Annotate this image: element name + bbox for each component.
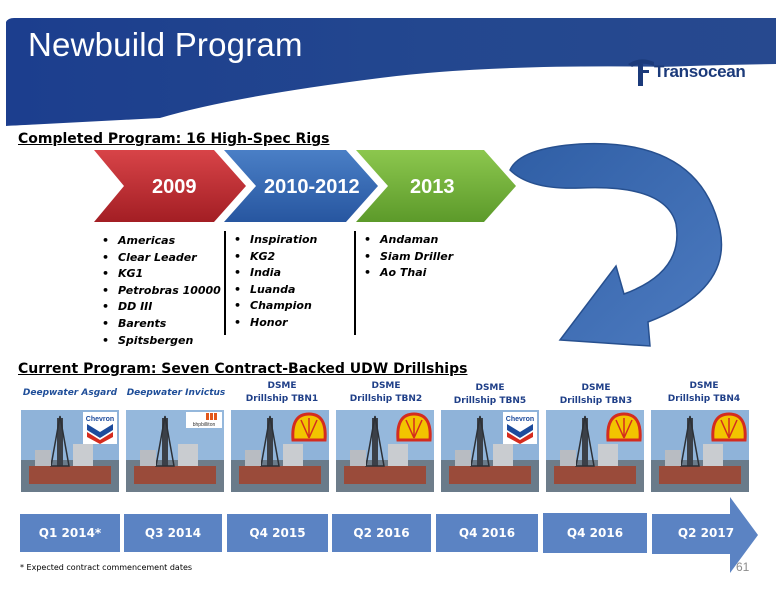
- chevron-logo-icon: Chevron: [503, 412, 537, 444]
- shell-logo-icon: [606, 412, 642, 442]
- list-item: India: [232, 265, 317, 282]
- shell-logo-icon: [396, 412, 432, 442]
- ship-label-line: DSME: [689, 381, 719, 391]
- drillship-photo: [231, 410, 329, 492]
- quarter-box: Q1 2014*: [20, 514, 120, 552]
- bhp-billiton-logo-icon: bhpbilliton: [186, 412, 222, 428]
- ship-label-tbn4: DSME Drillship TBN4: [654, 380, 754, 406]
- ship-label-tbn5: DSME Drillship TBN5: [440, 382, 540, 408]
- ship-label-line: Drillship TBN5: [453, 396, 527, 406]
- list-item: Ao Thai: [362, 265, 453, 282]
- list-item: Clear Leader: [100, 250, 221, 267]
- quarter-box: Q2 2017: [677, 526, 735, 540]
- quarter-box: Q4 2016: [543, 513, 647, 553]
- shell-logo-icon: [291, 412, 327, 442]
- quarter-box: Q3 2014: [124, 514, 222, 552]
- ship-label-line: DSME: [581, 383, 611, 393]
- header-background: [6, 18, 776, 128]
- quarter-box: Q2 2016: [332, 514, 431, 552]
- ship-label-line: Drillship TBN1: [245, 394, 319, 404]
- current-program-title: Current Program: Seven Contract-Backed U…: [18, 361, 468, 377]
- list-item: Champion: [232, 298, 317, 315]
- ship-label-deepwater-invictus: Deepwater Invictus: [126, 388, 226, 398]
- list-item: DD III: [100, 299, 221, 316]
- curved-arrow-icon: [509, 142, 723, 347]
- chevron-2013: [356, 150, 516, 222]
- quarter-box: Q4 2016: [436, 514, 538, 552]
- ship-label-line: Drillship TBN3: [559, 396, 633, 406]
- ship-label-line: Drillship TBN4: [667, 394, 741, 404]
- drillship-photo: [546, 410, 644, 492]
- drillship-photo: Chevron: [441, 410, 539, 492]
- drillship-photo: [651, 410, 749, 492]
- ship-label-line: DSME: [267, 381, 297, 391]
- svg-text:Chevron: Chevron: [506, 416, 534, 423]
- shell-logo-icon: [711, 412, 747, 442]
- page-title: Newbuild Program: [28, 26, 303, 63]
- drillship-photo: bhpbilliton: [126, 410, 224, 492]
- completed-program-title: Completed Program: 16 High-Spec Rigs: [18, 131, 330, 147]
- ship-label-line: DSME: [475, 383, 505, 393]
- ship-label-tbn3: DSME Drillship TBN3: [546, 382, 646, 408]
- transocean-logo-text: Transocean: [654, 62, 746, 81]
- list-item: Spitsbergen: [100, 333, 221, 350]
- list-item: Inspiration: [232, 232, 317, 249]
- chevron-2010-2012: [224, 150, 378, 222]
- phase-label-2009: 2009: [152, 176, 197, 198]
- svg-text:bhpbilliton: bhpbilliton: [193, 422, 216, 428]
- list-item: KG2: [232, 249, 317, 266]
- list-item: Andaman: [362, 232, 453, 249]
- phase-label-2013: 2013: [410, 176, 455, 198]
- list-item: KG1: [100, 266, 221, 283]
- quarter-box: Q4 2015: [227, 514, 328, 552]
- svg-text:Chevron: Chevron: [86, 416, 114, 423]
- divider-line: [224, 231, 226, 335]
- footnote: * Expected contract commencement dates: [20, 563, 193, 572]
- chevron-logo-icon: Chevron: [83, 412, 117, 444]
- list-item: Petrobras 10000: [100, 283, 221, 300]
- ship-label-tbn2: DSME Drillship TBN2: [336, 380, 436, 406]
- phase-chevrons: [94, 150, 516, 222]
- ship-label-line: DSME: [371, 381, 401, 391]
- rig-list-2009: Americas Clear Leader KG1 Petrobras 1000…: [100, 233, 221, 349]
- header-banner: Newbuild Program Transocean: [0, 0, 776, 128]
- rig-list-2010-2012: Inspiration KG2 India Luanda Champion Ho…: [232, 232, 317, 332]
- list-item: Barents: [100, 316, 221, 333]
- ship-label-line: Drillship TBN2: [349, 394, 423, 404]
- list-item: Honor: [232, 315, 317, 332]
- list-item: Luanda: [232, 282, 317, 299]
- ship-label-tbn1: DSME Drillship TBN1: [232, 380, 332, 406]
- divider-line: [354, 231, 356, 335]
- chevron-2009: [94, 150, 246, 222]
- phase-label-2010-2012: 2010-2012: [264, 176, 360, 198]
- rig-list-2013: Andaman Siam Driller Ao Thai: [362, 232, 453, 282]
- ship-label-deepwater-asgard: Deepwater Asgard: [22, 388, 118, 398]
- transocean-t-icon: [628, 59, 654, 86]
- list-item: Siam Driller: [362, 249, 453, 266]
- page-number: 61: [736, 560, 750, 574]
- drillship-photo: Chevron: [21, 410, 119, 492]
- timeline-arrow-icon: [652, 497, 758, 573]
- drillship-photo: [336, 410, 434, 492]
- list-item: Americas: [100, 233, 221, 250]
